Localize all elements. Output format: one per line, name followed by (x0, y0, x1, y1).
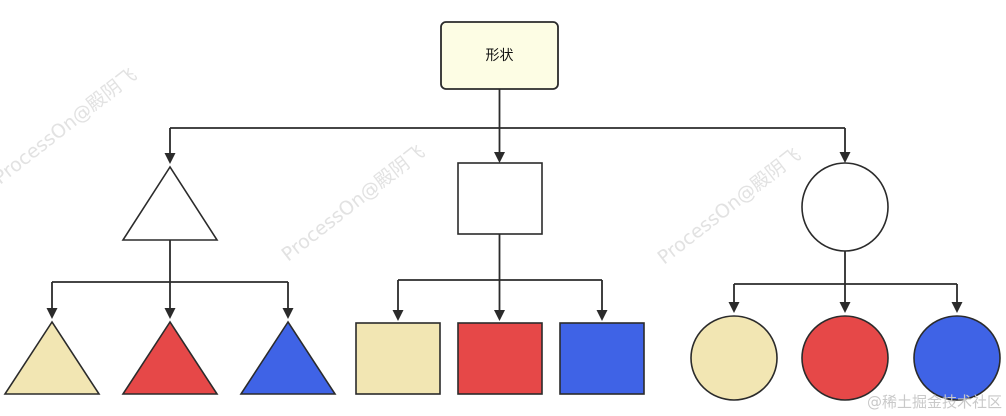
square-yellow (355, 322, 441, 395)
square-node (457, 162, 543, 235)
root-label: 形状 (486, 48, 514, 64)
arrow-head (728, 302, 740, 313)
watermark: ProcessOn@殿阴飞 (654, 144, 806, 269)
triangle-connectors (46, 240, 294, 319)
triangle-red (121, 320, 219, 395)
triangle-yellow (3, 320, 101, 395)
square-connectors (392, 234, 608, 321)
arrow-head (839, 152, 851, 163)
circle-blue (913, 315, 1001, 401)
circle-connectors (728, 251, 963, 313)
arrow-head (951, 302, 963, 313)
triangle-node (121, 165, 219, 241)
arrow-head (282, 308, 294, 319)
arrow-head (164, 308, 176, 319)
arrow-head (839, 302, 851, 313)
root-node: 形状 (440, 21, 559, 90)
arrow-head (596, 310, 608, 321)
circle-node (801, 162, 889, 252)
watermark: ProcessOn@殿阴飞 (0, 64, 141, 189)
circle-red (801, 315, 889, 401)
arrow-head (494, 152, 505, 163)
watermark: ProcessOn@殿阴飞 (278, 141, 430, 266)
square-red (457, 322, 543, 395)
square-blue (559, 322, 645, 395)
source-credit: @稀土掘金技术社区 (867, 393, 1002, 411)
arrow-head (392, 310, 404, 321)
arrow-head (164, 153, 176, 164)
root-connectors (164, 89, 851, 164)
arrow-head (46, 308, 58, 319)
triangle-blue (239, 320, 337, 395)
circle-yellow (690, 315, 778, 401)
arrow-head (494, 310, 505, 321)
